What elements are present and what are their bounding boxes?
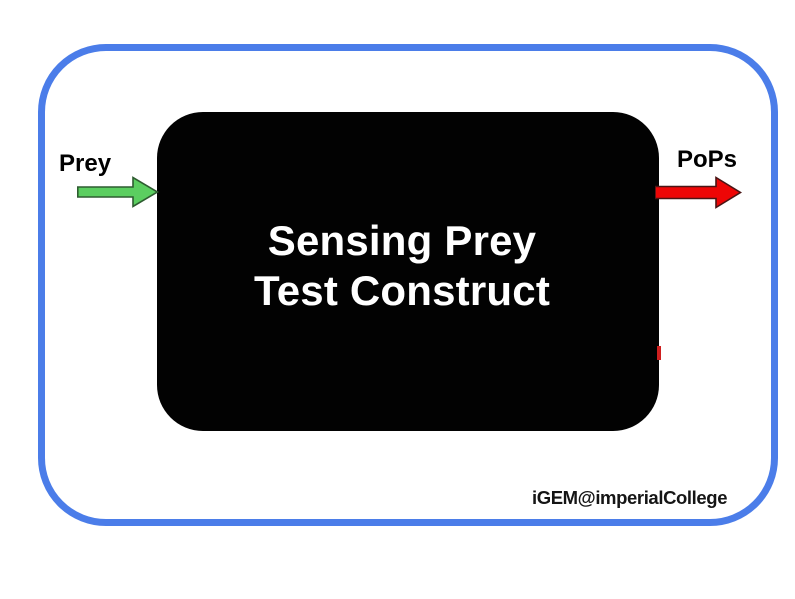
pops-output-arrow-icon — [655, 176, 742, 209]
construct-title: Sensing Prey Test Construct — [254, 216, 550, 328]
construct-title-line2: Test Construct — [253, 266, 551, 314]
construct-box: Sensing Prey Test Construct — [157, 112, 659, 431]
outer-rounded-frame — [38, 44, 778, 526]
pops-arrow-shape — [655, 176, 742, 209]
pops-output-label: PoPs — [677, 146, 738, 173]
construct-title-line1: Sensing Prey — [267, 216, 537, 264]
prey-input-label: Prey — [59, 150, 112, 177]
prey-arrow-shape — [77, 176, 159, 208]
red-tick-artifact — [657, 346, 661, 360]
credit-text: iGEM@imperialCollege — [532, 487, 728, 508]
prey-input-arrow-icon — [77, 176, 159, 208]
